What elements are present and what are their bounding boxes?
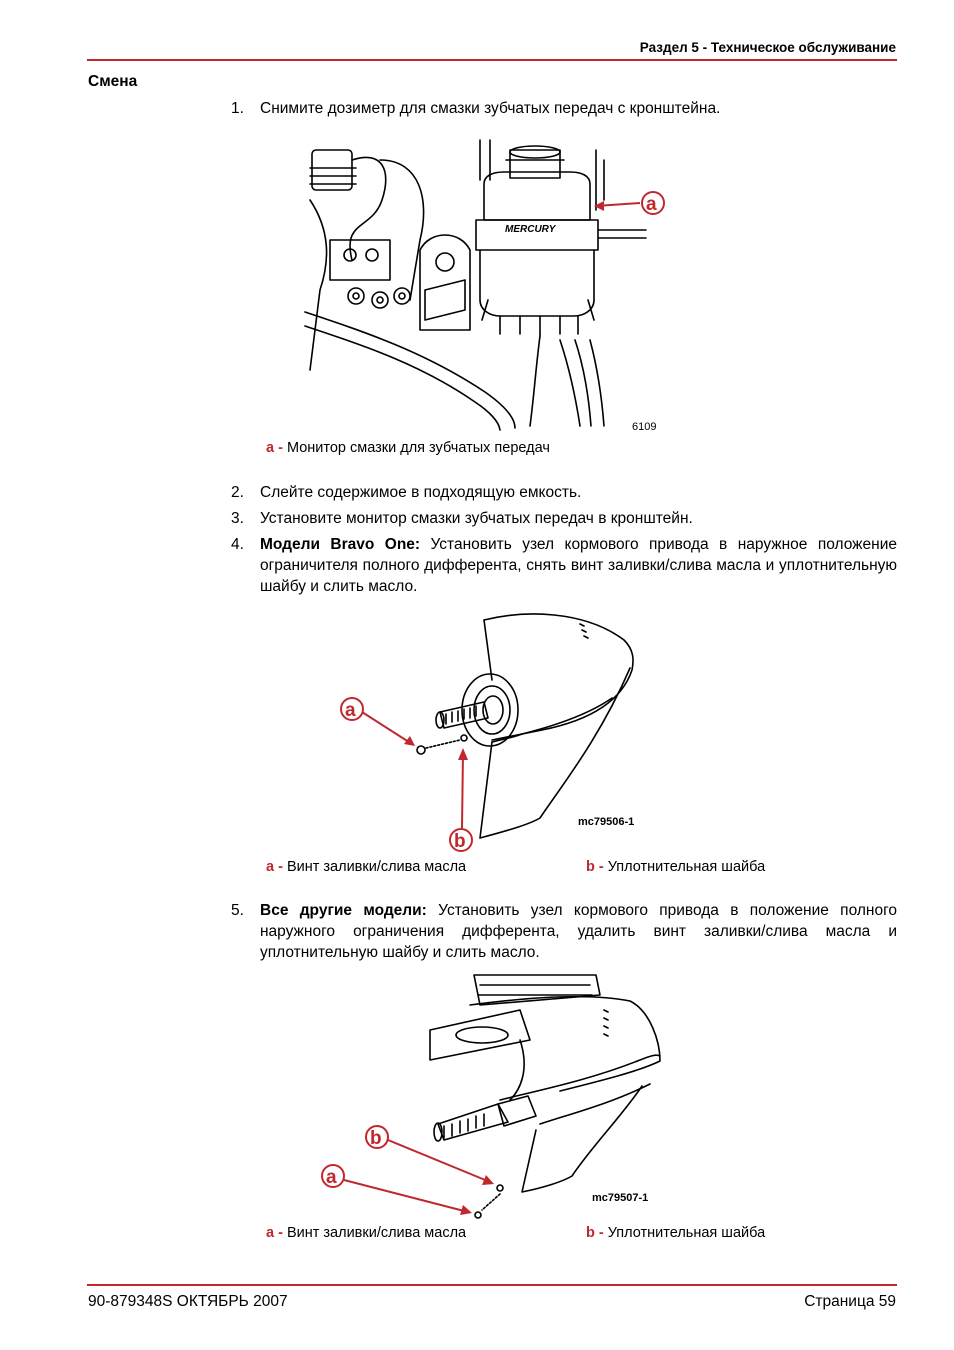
step-bold-lead: Все другие модели:	[260, 902, 427, 919]
step-1: 1. Снимите дозиметр для смазки зубчатых …	[231, 98, 897, 119]
step-2: 2. Слейте содержимое в подходящую емкост…	[231, 482, 897, 503]
step-text: Все другие модели: Установить узел кормо…	[260, 900, 897, 963]
callout-a-fig3: a	[321, 1164, 472, 1215]
caption-label: a -	[266, 440, 283, 456]
running-header: Раздел 5 - Техническое обслуживание	[639, 40, 896, 55]
svg-text:b: b	[370, 1128, 382, 1149]
step-text: Модели Bravo One: Установить узел кормов…	[260, 534, 897, 597]
caption-text: Монитор смазки для зубчатых передач	[286, 440, 550, 456]
step-number: 2.	[231, 484, 244, 501]
figure-ref: mc79507-1	[592, 1192, 649, 1204]
step-text: Снимите дозиметр для смазки зубчатых пер…	[260, 100, 721, 117]
callout-b-fig3: b	[365, 1125, 494, 1185]
footer-rule	[87, 1284, 897, 1286]
step-number: 5.	[231, 902, 244, 919]
footer-page-number: Страница 59	[804, 1293, 896, 1310]
step-rest: Установить узел кормового привода в нару…	[260, 536, 897, 595]
step-number: 3.	[231, 510, 244, 527]
step-5: 5. Все другие модели: Установить узел ко…	[231, 900, 897, 963]
caption-label: a -	[266, 1225, 283, 1241]
footer-doc-number: 90-879348S ОКТЯБРЬ 2007	[88, 1293, 288, 1310]
step-number: 1.	[231, 100, 244, 117]
svg-text:a: a	[646, 194, 657, 215]
caption-text: Винт заливки/слива масла	[286, 1225, 467, 1241]
svg-text:b: b	[454, 831, 466, 852]
caption-text: Уплотнительная шайба	[607, 1225, 766, 1241]
caption-label: b -	[586, 859, 604, 875]
header-rule	[87, 59, 897, 61]
callout-a-fig2: a	[340, 697, 415, 746]
section-title: Смена	[88, 73, 138, 90]
step-3: 3. Установите монитор смазки зубчатых пе…	[231, 508, 897, 529]
callout-b-fig2: b	[449, 748, 473, 852]
caption-label: a -	[266, 859, 283, 875]
figure-caption-a: a - Винт заливки/слива масла	[266, 1225, 466, 1241]
figure-caption: a - Монитор смазки для зубчатых передач	[266, 440, 550, 456]
step-rest: Установить узел кормового привода в поло…	[260, 902, 898, 961]
step-number: 4.	[231, 536, 244, 553]
step-bold-lead: Модели Bravo One:	[260, 536, 421, 553]
svg-text:a: a	[345, 700, 356, 721]
svg-text:a: a	[326, 1167, 337, 1188]
step-4: 4. Модели Bravo One: Установить узел кор…	[231, 534, 897, 597]
caption-text: Винт заливки/слива масла	[286, 859, 467, 875]
figure-caption-b: b - Уплотнительная шайба	[586, 859, 765, 875]
step-text: Установите монитор смазки зубчатых перед…	[260, 510, 693, 527]
figure-ref: 6109	[632, 421, 657, 433]
caption-text: Уплотнительная шайба	[607, 859, 766, 875]
callout-a-fig1: a	[594, 191, 665, 215]
figure-caption-a: a - Винт заливки/слива масла	[266, 859, 466, 875]
step-text: Слейте содержимое в подходящую емкость.	[260, 484, 582, 501]
caption-label: b -	[586, 1225, 604, 1241]
brand-label: MERCURY	[505, 224, 557, 235]
figure-ref: mc79506-1	[578, 816, 635, 828]
figure-caption-b: b - Уплотнительная шайба	[586, 1225, 765, 1241]
